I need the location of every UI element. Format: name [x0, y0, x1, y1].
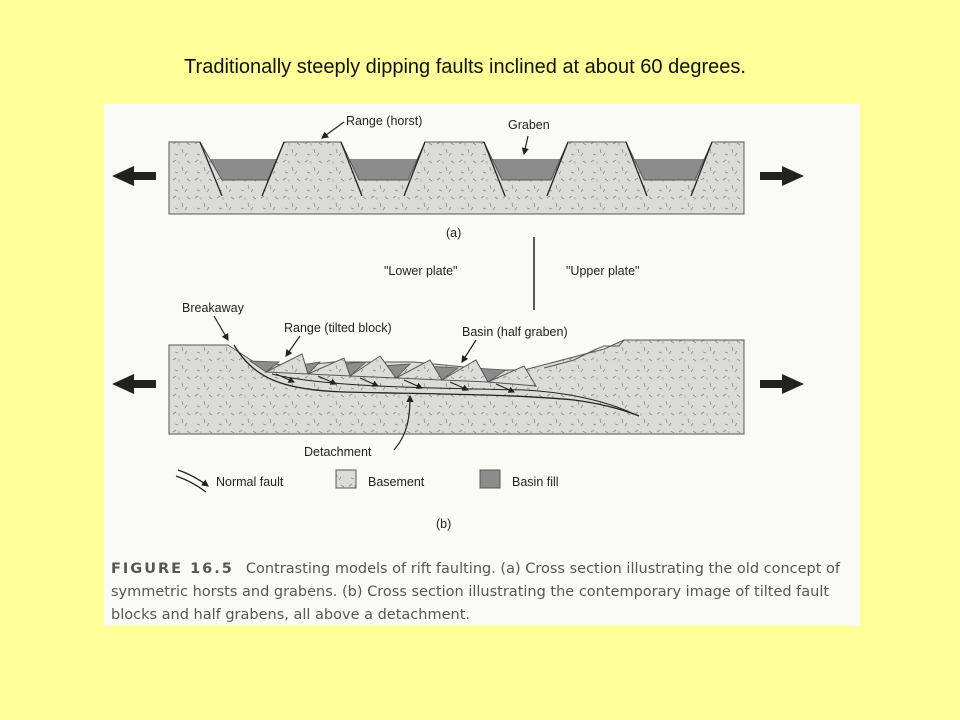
caption-text: Contrasting models of rift faulting. (a)… — [111, 561, 841, 623]
cross-section-b: Breakaway Range (tilted block) Basin (ha… — [112, 301, 804, 459]
panel-label-b: (b) — [436, 517, 451, 531]
extension-arrow-left-b — [112, 374, 156, 394]
panel-label-a: (a) — [446, 226, 461, 240]
range-pointer-a — [321, 121, 345, 139]
legend: Normal fault Basement Basin fill — [175, 469, 559, 493]
range-pointer-b — [285, 335, 301, 357]
legend-basin-fill-swatch — [479, 469, 501, 489]
breakaway-pointer — [213, 315, 229, 342]
label-breakaway: Breakaway — [182, 301, 245, 315]
label-graben: Graben — [508, 118, 550, 132]
legend-normal-fault-icon — [175, 469, 209, 493]
label-lower-plate: "Lower plate" — [384, 264, 458, 278]
label-range-tilted-block: Range (tilted block) — [284, 321, 392, 335]
label-range-horst: Range (horst) — [346, 114, 422, 128]
label-detachment: Detachment — [304, 445, 372, 459]
faults-a — [199, 141, 713, 197]
graben-pointer — [521, 135, 529, 156]
detachment-pointer — [393, 394, 414, 451]
tilted-blocks — [264, 353, 537, 387]
upper-plate-edge — [543, 339, 625, 369]
extension-arrow-right-a — [760, 166, 804, 186]
legend-normal-fault: Normal fault — [216, 475, 284, 489]
label-basin-half-graben: Basin (half graben) — [462, 325, 568, 339]
figure-panel: Range (horst) Graben (a) "Lower plate" "… — [104, 104, 860, 626]
cross-section-a: Range (horst) Graben (a) — [112, 114, 804, 240]
rift-diagram: Range (horst) Graben (a) "Lower plate" "… — [112, 114, 804, 531]
figure-label: FIGURE 16.5 — [111, 561, 234, 577]
legend-basement: Basement — [368, 475, 425, 489]
basin-pointer — [461, 339, 477, 364]
extension-arrow-right-b — [760, 374, 804, 394]
detachment-fault — [233, 344, 640, 417]
lower-fault-trace — [271, 373, 635, 415]
basement-b — [168, 339, 745, 435]
legend-basin-fill: Basin fill — [512, 475, 559, 489]
fault-arrows-b — [275, 373, 516, 393]
label-upper-plate: "Upper plate" — [566, 264, 640, 278]
extension-arrow-left-a — [112, 166, 156, 186]
slide-title: Traditionally steeply dipping faults inc… — [184, 56, 746, 78]
legend-basement-swatch — [335, 469, 357, 489]
